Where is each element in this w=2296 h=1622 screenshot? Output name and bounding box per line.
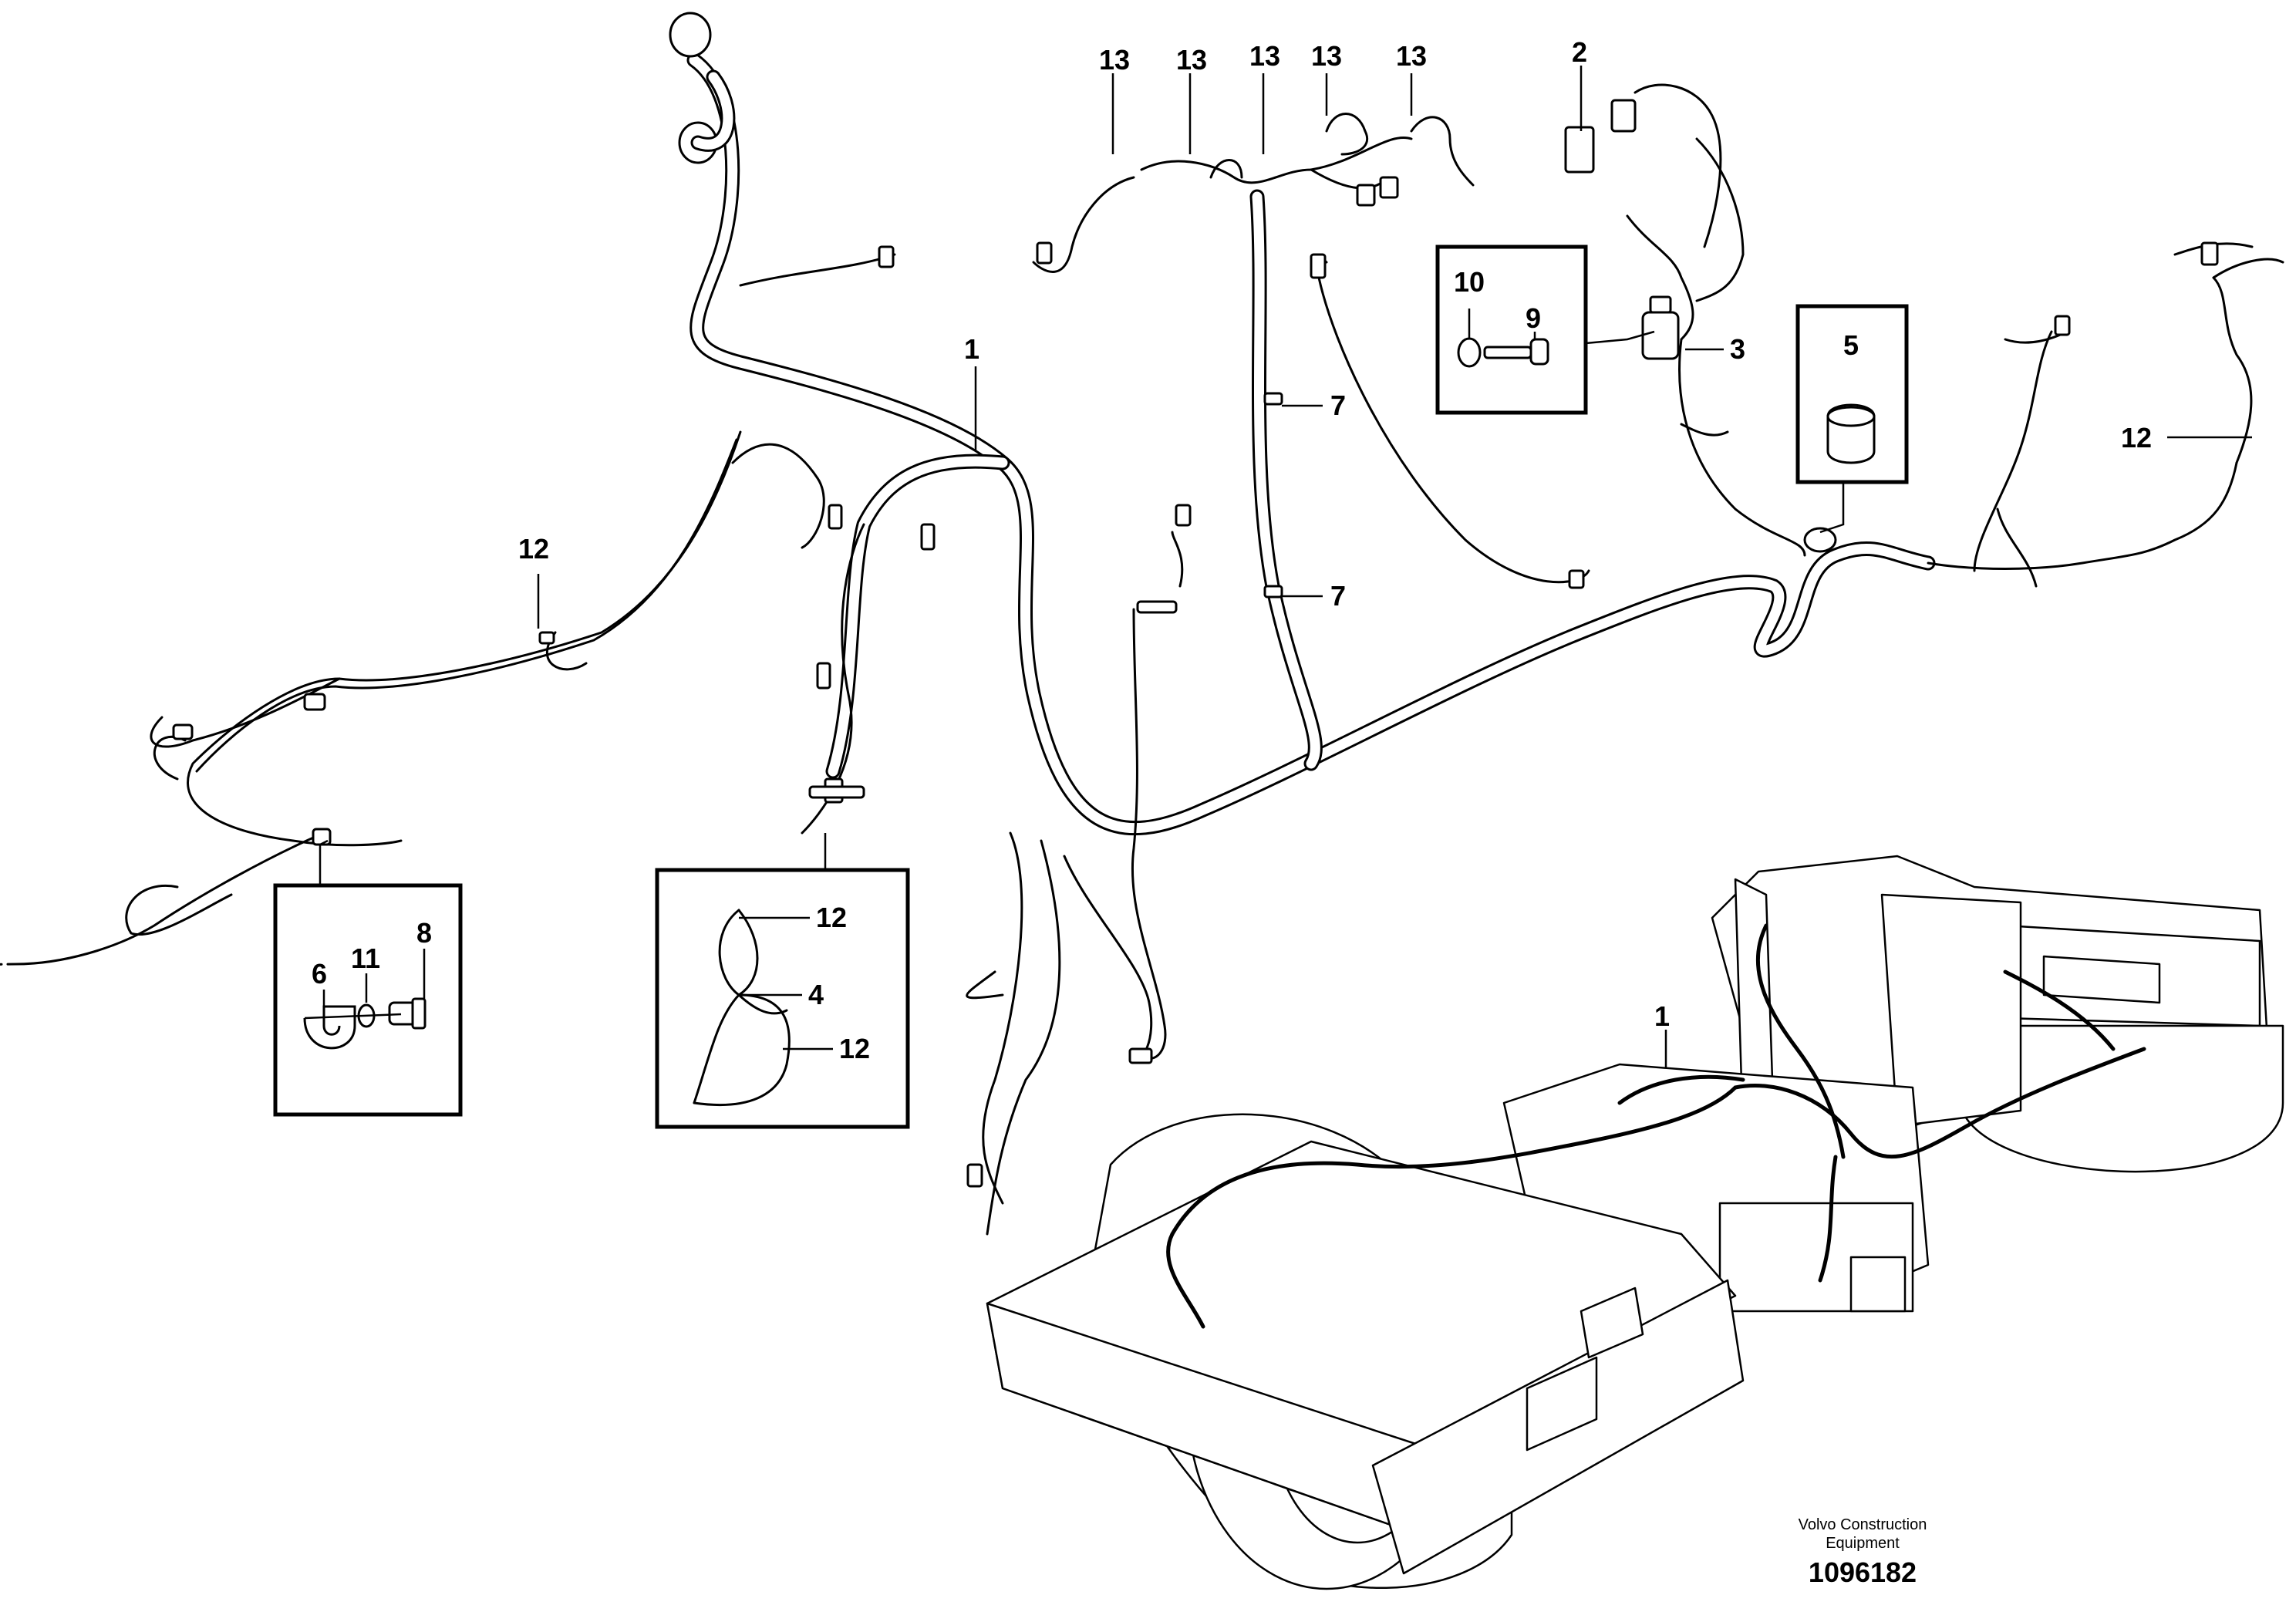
callout-1: 1 [964, 333, 979, 365]
roller-machine [986, 855, 2284, 1590]
brand-line-2: Equipment [1826, 1535, 1900, 1552]
brand-line-1: Volvo Construction [1798, 1516, 1927, 1533]
callout-10: 10 [1454, 266, 1485, 298]
callout-11: 11 [351, 943, 380, 974]
main-harness [669, 12, 1936, 836]
detail-frame-cable-tie [655, 833, 910, 1129]
detail-frame-sensor-screw [1435, 244, 1655, 415]
callout-13-e: 13 [1396, 40, 1427, 72]
brand-label: Volvo Construction Equipment [1766, 1516, 1959, 1553]
callout-12-left: 12 [518, 533, 549, 565]
callout-13-b: 13 [1176, 44, 1207, 76]
drawing-number: 1096182 [1808, 1556, 1917, 1588]
callout-leaders [537, 66, 2252, 1095]
detail-frame-grommet [1795, 304, 1909, 534]
callout-1-machine: 1 [1654, 1000, 1670, 1032]
callout-13-a: 13 [1099, 44, 1130, 76]
detail-frame-hose-clamp [273, 839, 463, 1117]
callout-12-detail-bottom: 12 [839, 1033, 870, 1064]
callout-9: 9 [1526, 302, 1541, 334]
callout-13-c: 13 [1249, 40, 1280, 72]
callout-12-detail-top: 12 [816, 902, 847, 933]
callout-labels: 1 1 2 3 4 5 6 7 7 8 9 10 11 12 12 12 12 … [312, 36, 2152, 1064]
callout-13-d: 13 [1311, 40, 1342, 72]
callout-3: 3 [1730, 333, 1745, 365]
callout-2: 2 [1572, 36, 1587, 68]
callout-7-upper: 7 [1330, 389, 1346, 421]
callout-5: 5 [1843, 329, 1859, 361]
callout-6: 6 [312, 958, 327, 990]
callout-12-right: 12 [2121, 422, 2152, 454]
parts [172, 99, 2219, 1188]
callout-7-lower: 7 [1330, 580, 1346, 612]
callout-4: 4 [808, 979, 824, 1010]
callout-8: 8 [416, 917, 432, 949]
